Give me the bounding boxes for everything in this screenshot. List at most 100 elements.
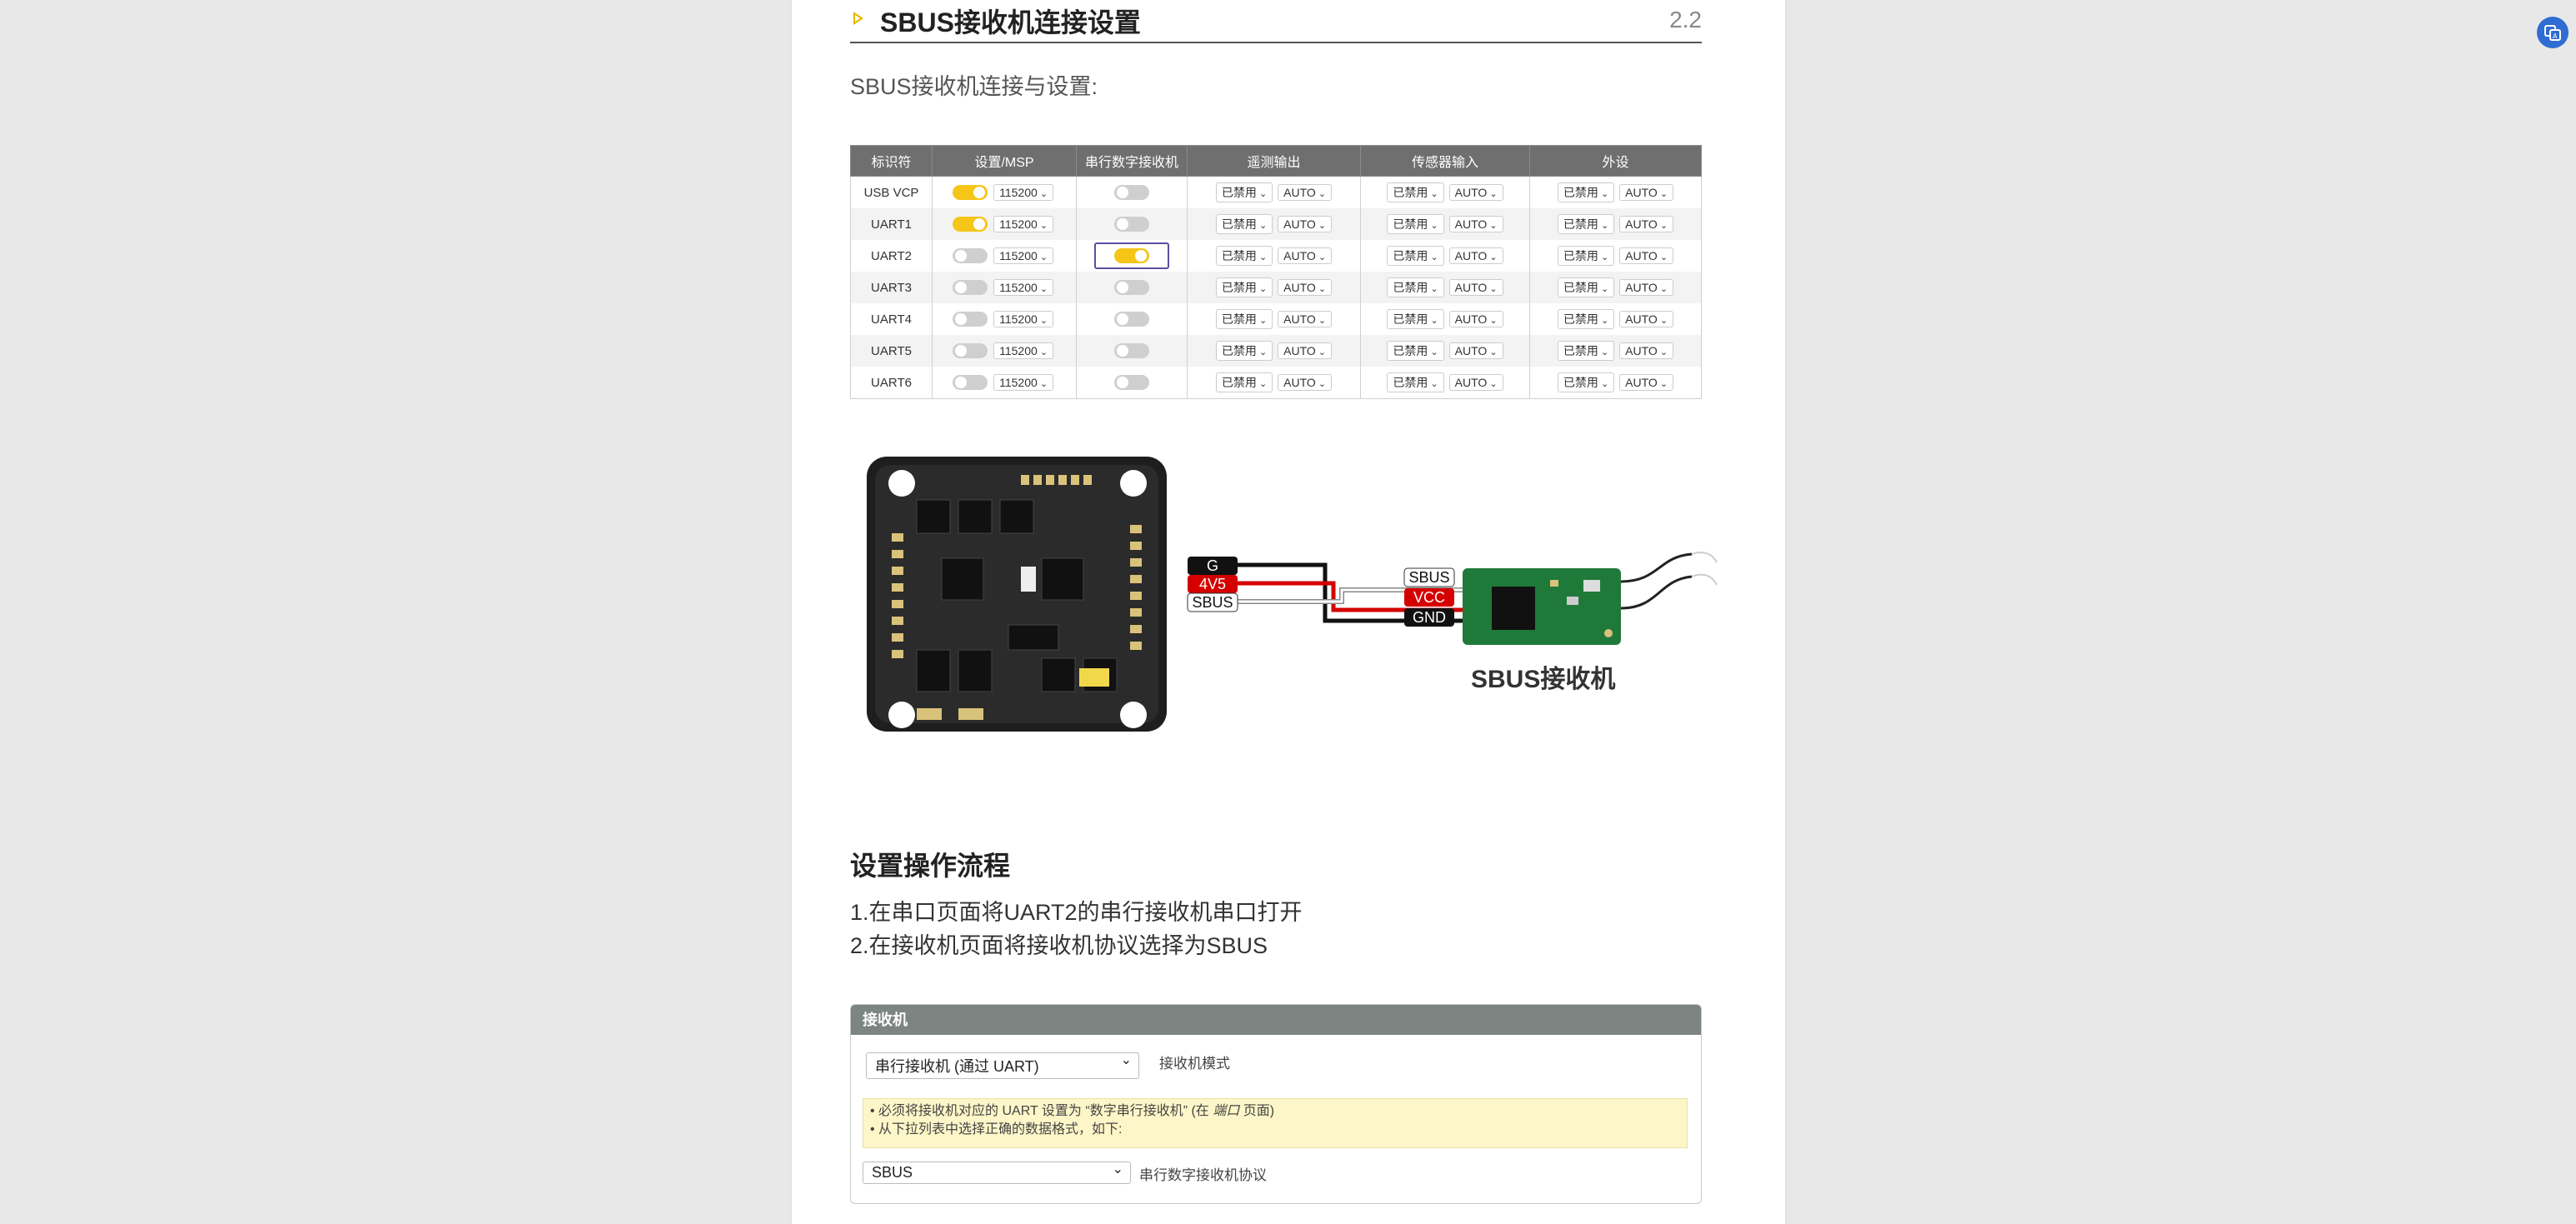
telemetry-baud-select[interactable]: AUTO xyxy=(1278,279,1333,296)
port-identifier: UART3 xyxy=(850,272,933,303)
telemetry-select[interactable]: 已禁用 xyxy=(1215,182,1273,202)
msp-toggle[interactable] xyxy=(952,185,988,200)
telemetry-baud-select[interactable]: AUTO xyxy=(1278,216,1333,232)
sensor-select[interactable]: 已禁用 xyxy=(1387,214,1444,234)
peripheral-select[interactable]: 已禁用 xyxy=(1557,182,1615,202)
table-row: UART6 115200已禁用AUTO已禁用AUTO已禁用AUTO xyxy=(850,367,1702,399)
msp-baud-select[interactable]: 115200 xyxy=(993,311,1054,327)
serial-rx-toggle[interactable] xyxy=(1114,280,1149,296)
step-item: 2.在接收机页面将接收机协议选择为SBUS xyxy=(850,933,1268,958)
col-header: 标识符 xyxy=(850,145,933,177)
telemetry-select[interactable]: 已禁用 xyxy=(1215,309,1273,329)
msp-toggle[interactable] xyxy=(952,217,988,232)
port-identifier: UART4 xyxy=(850,303,933,335)
peripheral-baud-select[interactable]: AUTO xyxy=(1619,342,1674,359)
msp-toggle[interactable] xyxy=(952,343,988,358)
msp-baud-select[interactable]: 115200 xyxy=(993,216,1054,232)
ports-page-link[interactable]: 端口 xyxy=(1213,1104,1240,1118)
note-line-1-suffix: 页面) xyxy=(1239,1104,1275,1118)
sensor-select[interactable]: 已禁用 xyxy=(1387,372,1444,392)
msp-toggle[interactable] xyxy=(952,280,988,295)
port-identifier: UART1 xyxy=(850,208,933,240)
peripheral-select[interactable]: 已禁用 xyxy=(1557,309,1615,329)
peripheral-baud-select[interactable]: AUTO xyxy=(1619,279,1674,296)
msp-toggle[interactable] xyxy=(952,248,988,263)
telemetry-select[interactable]: 已禁用 xyxy=(1215,214,1273,234)
msp-toggle[interactable] xyxy=(952,375,988,390)
telemetry-baud-select[interactable]: AUTO xyxy=(1278,311,1333,327)
sensor-baud-select[interactable]: AUTO xyxy=(1448,342,1503,359)
peripheral-baud-select[interactable]: AUTO xyxy=(1619,311,1674,327)
sensor-baud-select[interactable]: AUTO xyxy=(1448,311,1503,327)
peripheral-baud-select[interactable]: AUTO xyxy=(1619,184,1674,201)
steps-list: 1.在串口页面将UART2的串行接收机串口打开 2.在接收机页面将接收机协议选择… xyxy=(850,896,1303,962)
serial-rx-toggle[interactable] xyxy=(1114,312,1149,327)
table-row: UART1 115200已禁用AUTO已禁用AUTO已禁用AUTO xyxy=(850,208,1702,240)
msp-baud-select[interactable]: 115200 xyxy=(993,279,1054,296)
peripheral-select[interactable]: 已禁用 xyxy=(1557,214,1615,234)
sensor-baud-select[interactable]: AUTO xyxy=(1448,279,1503,296)
fc-pin-4v5-label: 4V5 xyxy=(1199,576,1226,592)
peripheral-baud-select[interactable]: AUTO xyxy=(1619,247,1674,264)
serial-rx-toggle[interactable] xyxy=(1114,185,1149,201)
section-subtitle: SBUS接收机连接与设置: xyxy=(850,74,1098,99)
port-identifier: UART6 xyxy=(850,367,933,399)
msp-toggle[interactable] xyxy=(952,312,988,327)
col-header: 遥测输出 xyxy=(1187,145,1361,177)
sensor-baud-select[interactable]: AUTO xyxy=(1448,374,1503,391)
peripheral-select[interactable]: 已禁用 xyxy=(1557,246,1615,266)
protocol-label: 串行数字接收机协议 xyxy=(1139,1167,1267,1183)
sensor-select[interactable]: 已禁用 xyxy=(1387,277,1444,297)
peripheral-select[interactable]: 已禁用 xyxy=(1557,341,1615,361)
telemetry-select[interactable]: 已禁用 xyxy=(1215,341,1273,361)
sensor-select[interactable]: 已禁用 xyxy=(1387,341,1444,361)
serial-rx-toggle[interactable] xyxy=(1114,248,1149,264)
serial-rx-toggle[interactable] xyxy=(1114,375,1149,391)
table-row: UART3 115200已禁用AUTO已禁用AUTO已禁用AUTO xyxy=(850,272,1702,303)
table-row: UART4 115200已禁用AUTO已禁用AUTO已禁用AUTO xyxy=(850,303,1702,335)
sensor-select[interactable]: 已禁用 xyxy=(1387,182,1444,202)
protocol-select[interactable]: SBUS xyxy=(863,1161,1131,1184)
peripheral-select[interactable]: 已禁用 xyxy=(1557,277,1615,297)
port-identifier: USB VCP xyxy=(850,176,933,208)
telemetry-baud-select[interactable]: AUTO xyxy=(1278,184,1333,201)
serial-rx-toggle[interactable] xyxy=(1114,217,1149,232)
flow-heading: 设置操作流程 xyxy=(850,851,1011,881)
telemetry-select[interactable]: 已禁用 xyxy=(1215,277,1273,297)
peripheral-baud-select[interactable]: AUTO xyxy=(1619,216,1674,232)
serial-rx-toggle[interactable] xyxy=(1114,343,1149,359)
note-line-1: • 必须将接收机对应的 UART 设置为 “数字串行接收机” (在 端口 页面) xyxy=(870,1102,1680,1121)
telemetry-baud-select[interactable]: AUTO xyxy=(1278,247,1333,264)
sensor-select[interactable]: 已禁用 xyxy=(1387,309,1444,329)
msp-baud-select[interactable]: 115200 xyxy=(993,247,1054,264)
sensor-baud-select[interactable]: AUTO xyxy=(1448,216,1503,232)
telemetry-baud-select[interactable]: AUTO xyxy=(1278,374,1333,391)
sensor-baud-select[interactable]: AUTO xyxy=(1448,184,1503,201)
sensor-baud-select[interactable]: AUTO xyxy=(1448,247,1503,264)
peripheral-select[interactable]: 已禁用 xyxy=(1557,372,1615,392)
table-row: UART2 115200已禁用AUTO已禁用AUTO已禁用AUTO xyxy=(850,240,1702,272)
table-row: UART5 115200已禁用AUTO已禁用AUTO已禁用AUTO xyxy=(850,335,1702,367)
receiver-mode-select[interactable]: 串行接收机 (通过 UART) xyxy=(866,1052,1139,1079)
section-title: SBUS接收机连接设置 xyxy=(880,7,1141,37)
sensor-select[interactable]: 已禁用 xyxy=(1387,246,1444,266)
rx-pin-sbus-label: SBUS xyxy=(1408,569,1449,586)
table-row: USB VCP 115200已禁用AUTO已禁用AUTO已禁用AUTO xyxy=(850,176,1702,208)
col-header: 设置/MSP xyxy=(932,145,1077,177)
receiver-label: SBUS接收机 xyxy=(1471,666,1616,693)
receiver-panel: 接收机 串行接收机 (通过 UART) 接收机模式 • 必须将接收机对应的 UA… xyxy=(850,1004,1702,1204)
msp-baud-select[interactable]: 115200 xyxy=(993,374,1054,391)
ports-table-header: 标识符 设置/MSP 串行数字接收机 遥测输出 传感器输入 外设 xyxy=(850,145,1702,177)
section-number: 2.2 xyxy=(1669,7,1702,32)
telemetry-baud-select[interactable]: AUTO xyxy=(1278,342,1333,359)
telemetry-select[interactable]: 已禁用 xyxy=(1215,372,1273,392)
translate-float-button[interactable]: A xyxy=(2537,17,2568,48)
receiver-panel-title: 接收机 xyxy=(851,1005,1701,1035)
col-header: 外设 xyxy=(1529,145,1702,177)
msp-baud-select[interactable]: 115200 xyxy=(993,342,1054,359)
peripheral-baud-select[interactable]: AUTO xyxy=(1619,374,1674,391)
msp-baud-select[interactable]: 115200 xyxy=(993,184,1054,201)
telemetry-select[interactable]: 已禁用 xyxy=(1215,246,1273,266)
fc-pin-labels: G 4V5 SBUS xyxy=(1187,557,1238,612)
highlight-box xyxy=(1094,242,1169,270)
